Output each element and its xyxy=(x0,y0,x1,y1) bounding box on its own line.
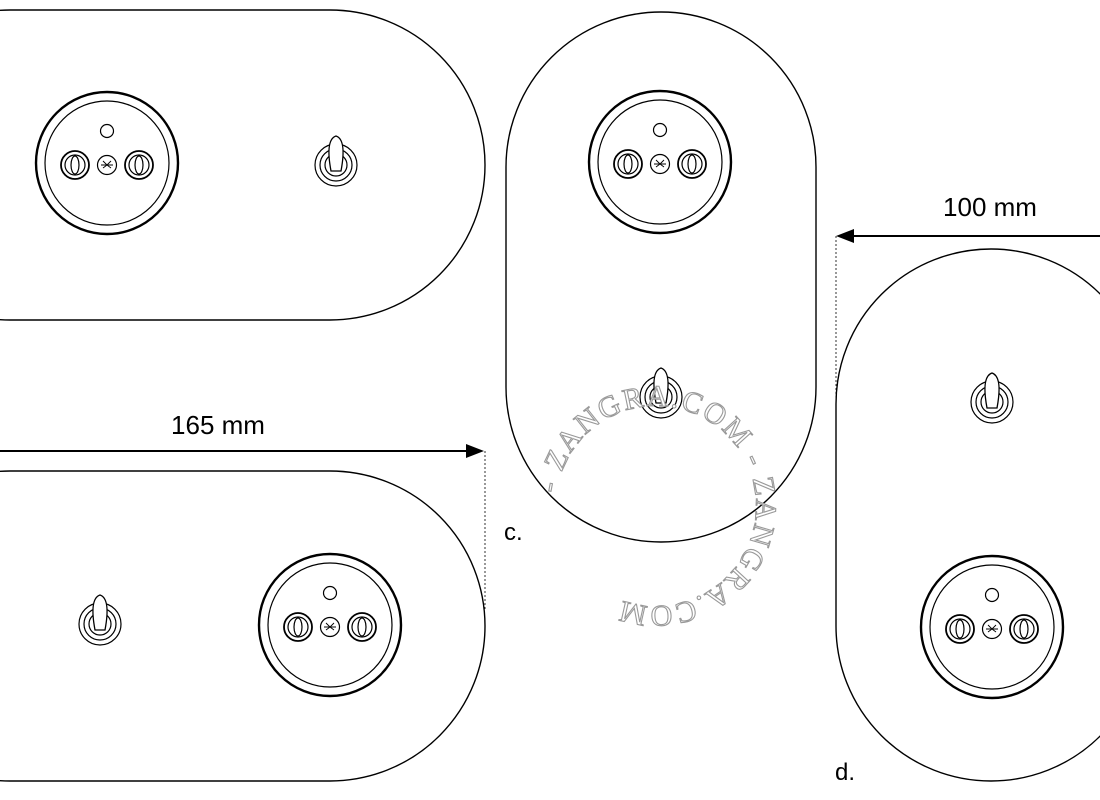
socket-icon xyxy=(257,552,403,698)
socket-icon xyxy=(919,554,1065,700)
height-dimension-label: 100 mm xyxy=(943,192,1037,222)
plate-horizontal-top xyxy=(0,9,486,321)
socket-icon xyxy=(587,89,733,235)
width-dimension-label: 165 mm xyxy=(171,410,265,440)
plate-vertical-d: d. xyxy=(835,248,1100,786)
plate-horizontal-bottom xyxy=(0,470,486,782)
label-d: d. xyxy=(835,759,855,786)
label-c: c. xyxy=(504,519,523,546)
socket-icon xyxy=(34,90,180,236)
height-dimension: 100 mm xyxy=(835,192,1100,520)
width-dimension: 165 mm xyxy=(0,410,486,610)
plate-vertical-c: c. xyxy=(504,11,817,546)
